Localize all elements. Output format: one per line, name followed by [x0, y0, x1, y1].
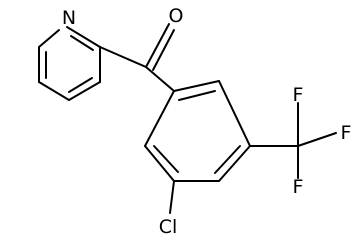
atom-label-oxygen: O: [169, 5, 184, 27]
bond-carbonyl-benzene: [145, 66, 175, 92]
bond-b1-b2: [173, 80, 220, 92]
bond-c3-c4: [68, 81, 101, 101]
double-bond-b5-b6-inner: [153, 145, 179, 173]
atom-label-fluorine-2: F: [341, 122, 352, 144]
atom-label-chlorine: Cl: [159, 216, 178, 238]
atom-label-nitrogen: N: [62, 7, 76, 29]
bond-pyridine-carbonyl: [99, 46, 147, 68]
double-bond-b1-b2-inner: [178, 90, 216, 101]
bond-b2-b3: [218, 80, 251, 147]
pyridine-ring: [38, 26, 101, 101]
double-bond-n1-c2-inner: [70, 35, 94, 51]
atom-label-fluorine-1: F: [293, 84, 304, 106]
bond-benzene-chlorine: [169, 180, 175, 214]
double-bond-b3-b4-inner: [214, 145, 241, 174]
bond-cf3-f2: [297, 132, 337, 147]
double-bond-carbonyl-oxygen: [152, 29, 175, 71]
bond-b6-b1: [144, 90, 175, 147]
bond-c4-c5: [38, 81, 70, 101]
atom-label-fluorine-3: F: [293, 176, 304, 198]
bond-c6-n1: [38, 29, 60, 48]
carbonyl-group: [99, 23, 175, 92]
benzene-ring: [144, 80, 251, 182]
bond-n1-c2: [66, 26, 101, 48]
bond-carbonyl-oxygen: [145, 23, 170, 68]
bond-b5-b6: [144, 145, 175, 182]
bond-b3-b4: [218, 145, 251, 182]
double-bond-c3-c4-inner: [68, 77, 93, 93]
